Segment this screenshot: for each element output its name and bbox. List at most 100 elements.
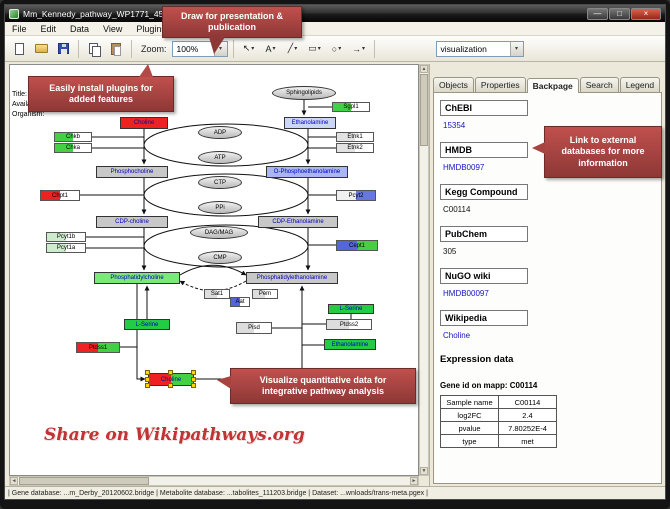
- pathway-node-chka[interactable]: Chka: [54, 143, 92, 153]
- pathway-node-pisd[interactable]: Pisd: [236, 322, 272, 334]
- label-tool-button[interactable]: A▾: [261, 39, 281, 59]
- pathway-node-dag-mag[interactable]: DAG/MAG: [190, 226, 248, 239]
- pathway-node-cdp-choline[interactable]: CDP-choline: [96, 216, 168, 228]
- pathway-node-ethanolamine-bottom[interactable]: Ethanolamine: [324, 339, 376, 350]
- tab-objects[interactable]: Objects: [433, 77, 474, 92]
- pathway-node-cmp[interactable]: CMP: [198, 251, 242, 264]
- new-pathway-button[interactable]: [9, 39, 29, 59]
- backpage-header-kegg-compound: Kegg Compound: [440, 184, 528, 200]
- pathway-node-pcyt1b[interactable]: Pcyt1b: [46, 232, 86, 242]
- minimize-button[interactable]: —: [587, 7, 608, 20]
- selection-handle[interactable]: [191, 370, 196, 375]
- node-label: CDP-Ethanolamine: [272, 219, 324, 225]
- pathway-node-chpt1[interactable]: Chpt1: [40, 190, 80, 201]
- app-icon: [9, 8, 19, 19]
- backpage-value-chebi[interactable]: 15354: [443, 121, 466, 130]
- pathway-info-label: Title:: [12, 91, 27, 98]
- pathway-node-aat[interactable]: Aat: [230, 297, 250, 307]
- line-tool-button[interactable]: ╱▾: [283, 39, 303, 59]
- pathway-node-ptdss2[interactable]: Ptdss2: [326, 319, 372, 330]
- paste-button[interactable]: [106, 39, 126, 59]
- node-label: DAG/MAG: [204, 229, 234, 236]
- canvas-vertical-scrollbar[interactable]: ▲ ▼: [419, 64, 429, 476]
- backpage-value-wikipedia[interactable]: Choline: [443, 331, 471, 340]
- scrollbar-track[interactable]: [150, 477, 410, 485]
- pathway-node-l-serine-left[interactable]: L-Serine: [124, 319, 170, 330]
- expression-table-cell: C00114: [498, 395, 557, 409]
- backpage-header-nugo-wiki: NuGO wiki: [440, 268, 528, 284]
- selection-handle[interactable]: [191, 383, 196, 388]
- pathway-node-atp[interactable]: ATP: [198, 151, 242, 164]
- tab-backpage[interactable]: Backpage: [526, 78, 579, 93]
- vertical-scrollbar-thumb[interactable]: [420, 74, 428, 146]
- pathway-node-l-serine-right[interactable]: L-Serine: [328, 304, 374, 314]
- pathway-node-phosphatidylcholine[interactable]: Phosphatidylcholine: [94, 272, 180, 284]
- pathway-node-etnk2[interactable]: Etnk2: [336, 143, 374, 153]
- selection-handle[interactable]: [191, 376, 196, 382]
- tab-properties[interactable]: Properties: [474, 77, 526, 92]
- pathway-node-pcyt1a[interactable]: Pcyt1a: [46, 243, 86, 253]
- pathway-node-chkb[interactable]: Chkb: [54, 132, 92, 142]
- pathway-node-o-phosphoethanolamine[interactable]: O-Phosphoethanolamine: [266, 166, 348, 178]
- selection-handle[interactable]: [145, 383, 150, 388]
- node-label: Ethanolamine: [331, 341, 369, 348]
- pathway-node-pcyt2[interactable]: Pcyt2: [336, 190, 376, 201]
- scroll-up-icon[interactable]: ▲: [420, 65, 428, 73]
- selection-handle[interactable]: [145, 376, 150, 382]
- pathway-node-etnk1[interactable]: Etnk1: [336, 132, 374, 142]
- pathway-node-cept1[interactable]: Cept1: [336, 240, 378, 251]
- selection-handle[interactable]: [145, 370, 150, 375]
- visualization-combo-value: visualization: [440, 43, 487, 54]
- backpage-value-hmdb[interactable]: HMDB0097: [443, 163, 485, 172]
- application-window: Mm_Kennedy_pathway_WP1771_45176.gpml —□×…: [4, 4, 666, 500]
- open-pathway-button[interactable]: [31, 39, 51, 59]
- pathway-node-sphingolipids[interactable]: Sphingolipids: [272, 86, 336, 100]
- save-pathway-button[interactable]: [53, 39, 73, 59]
- pathway-node-ethanolamine-top[interactable]: Ethanolamine: [284, 117, 336, 129]
- pathway-node-sat1[interactable]: Sat1: [204, 289, 230, 299]
- gene-id-line: Gene id on mapp: C00114: [440, 381, 538, 390]
- menu-edit[interactable]: Edit: [40, 23, 57, 34]
- pathway-node-ctp[interactable]: CTP: [198, 176, 242, 189]
- menu-plugins[interactable]: Plugins: [136, 23, 166, 34]
- oval-tool-button[interactable]: ○▾: [327, 39, 347, 59]
- menu-view[interactable]: View: [103, 23, 123, 34]
- maximize-button[interactable]: □: [609, 7, 630, 20]
- pathway-node-ppi[interactable]: PPi: [198, 201, 242, 214]
- main-area: Share on Wikipathways.org Title:Availabi…: [5, 62, 665, 486]
- menu-file[interactable]: File: [12, 23, 27, 34]
- pathway-node-pem[interactable]: Pem: [252, 289, 278, 299]
- node-label: O-Phosphoethanolamine: [273, 169, 341, 175]
- select-tool-button[interactable]: ↖▾: [239, 39, 259, 59]
- window-title: Mm_Kennedy_pathway_WP1771_45176.gpml: [23, 8, 199, 19]
- selection-handle[interactable]: [168, 370, 173, 375]
- tab-legend[interactable]: Legend: [619, 77, 661, 92]
- scroll-down-icon[interactable]: ▼: [420, 467, 428, 475]
- pathway-node-sgpl1[interactable]: Sgpl1: [332, 102, 370, 112]
- horizontal-scrollbar-thumb[interactable]: [19, 477, 149, 485]
- menu-data[interactable]: Data: [70, 23, 90, 34]
- copy-button[interactable]: [84, 39, 104, 59]
- pathway-node-choline-top[interactable]: Choline: [120, 117, 168, 129]
- canvas-horizontal-scrollbar[interactable]: ◄ ►: [9, 476, 419, 486]
- rect-tool-button[interactable]: ▭▾: [305, 39, 325, 59]
- selection-handle[interactable]: [168, 383, 173, 388]
- callout-text: Draw for presentation & publication: [180, 10, 283, 32]
- scrollbar-track[interactable]: [420, 147, 428, 467]
- pathway-node-phosphocholine[interactable]: Phosphocholine: [96, 166, 168, 178]
- pathway-node-phosphatidylethanolamine[interactable]: Phosphatidylethanolamine: [246, 272, 338, 284]
- scroll-right-icon[interactable]: ►: [410, 477, 418, 485]
- visualization-combo[interactable]: visualization▾: [435, 40, 524, 57]
- pathway-node-adp[interactable]: ADP: [198, 126, 242, 139]
- backpage-value-nugo-wiki[interactable]: HMDB00097: [443, 289, 489, 298]
- new-icon: [14, 42, 24, 55]
- scroll-left-icon[interactable]: ◄: [10, 477, 18, 485]
- connector-tool-button[interactable]: →▾: [349, 39, 369, 59]
- backpage-header-pubchem: PubChem: [440, 226, 528, 242]
- zoom-label: Zoom:: [141, 43, 167, 54]
- close-button[interactable]: ×: [631, 7, 661, 20]
- tab-search[interactable]: Search: [579, 77, 619, 92]
- pathway-canvas[interactable]: Share on Wikipathways.org Title:Availabi…: [9, 64, 419, 476]
- pathway-node-cdp-ethanolamine[interactable]: CDP-Ethanolamine: [258, 216, 338, 228]
- pathway-node-ptdss1[interactable]: Ptdss1: [76, 342, 120, 353]
